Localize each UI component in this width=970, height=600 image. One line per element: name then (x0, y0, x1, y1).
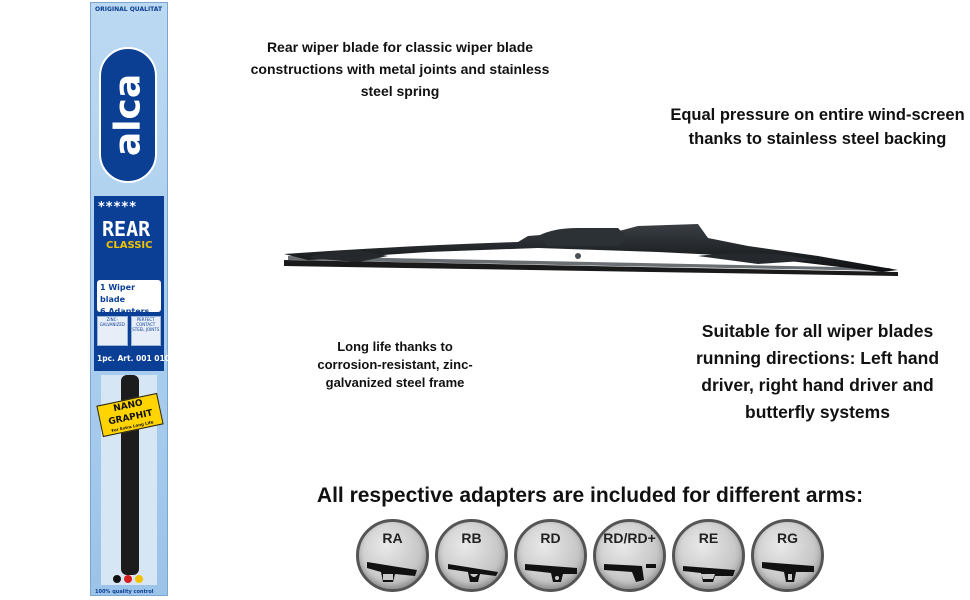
feature-long-life: Long life thanks to corrosion-resistant,… (317, 339, 473, 390)
dot-black (113, 575, 121, 583)
adapters-heading: All respective adapters are included for… (316, 484, 864, 507)
package-top-line: ORIGINAL QUALITÄT (95, 6, 163, 13)
dot-yellow (135, 575, 143, 583)
adapter-rb-icon (448, 564, 498, 582)
dot-red (124, 575, 132, 583)
adapter-rb: RB (435, 519, 508, 592)
feature-construction: Rear wiper blade for classic wiper blade… (250, 39, 550, 99)
contents-line-2: 6 Adapters (100, 307, 150, 316)
adapter-rd: RD (514, 519, 587, 592)
adapter-code: RB (461, 530, 482, 546)
adapter-rd-icon (525, 564, 577, 582)
brand-country: GERMANY (144, 98, 152, 132)
package-contents: 1 Wiper blade 6 Adapters (97, 280, 161, 316)
zinc-badge: ZINC-GALVANIZED (97, 316, 128, 346)
adapter-re: RE (672, 519, 745, 592)
contents-line-1: 1 Wiper blade (100, 283, 136, 304)
adapter-rg: RG (751, 519, 824, 592)
product-variant: CLASSIC (106, 240, 153, 251)
adapter-code: RD (540, 530, 561, 546)
adapter-rd-plus-icon (604, 564, 656, 582)
quality-text: 100% quality control (95, 589, 154, 595)
adapter-list: RA RB RD RD/RD+ RE RG (356, 519, 824, 592)
package-info-panel: ***** REAR CLASSIC 1 Wiper blade 6 Adapt… (94, 196, 170, 371)
adapter-code: RG (777, 530, 798, 546)
product-package: ORIGINAL QUALITÄT alca GERMANY ***** REA… (90, 2, 170, 596)
brand-logo: alca GERMANY (99, 47, 157, 183)
adapter-rg-icon (762, 562, 814, 582)
contact-badge: PERFECT CONTACT STEEL JOINTS (130, 316, 161, 346)
brand-name: alca (107, 73, 149, 157)
adapter-code: RE (698, 530, 719, 546)
package-badges: ZINC-GALVANIZED PERFECT CONTACT STEEL JO… (97, 316, 161, 346)
adapter-rd-plus: RD/RD+ (593, 519, 666, 592)
adapter-ra-icon (367, 562, 417, 582)
feature-directions: Suitable for all wiper blades running di… (695, 321, 940, 422)
adapter-code: RD/RD+ (603, 530, 656, 546)
rating-stars: ***** (98, 200, 137, 215)
adapter-code: RA (382, 530, 403, 546)
article-number: 1pc. Art. 001 010 (97, 354, 170, 363)
adapter-ra: RA (356, 519, 429, 592)
feature-pressure: Equal pressure on entire wind-screen tha… (670, 106, 965, 148)
wiper-blade-image (284, 224, 898, 276)
color-dots (113, 575, 143, 583)
product-line: REAR (102, 217, 151, 241)
adapter-re-icon (683, 566, 735, 582)
